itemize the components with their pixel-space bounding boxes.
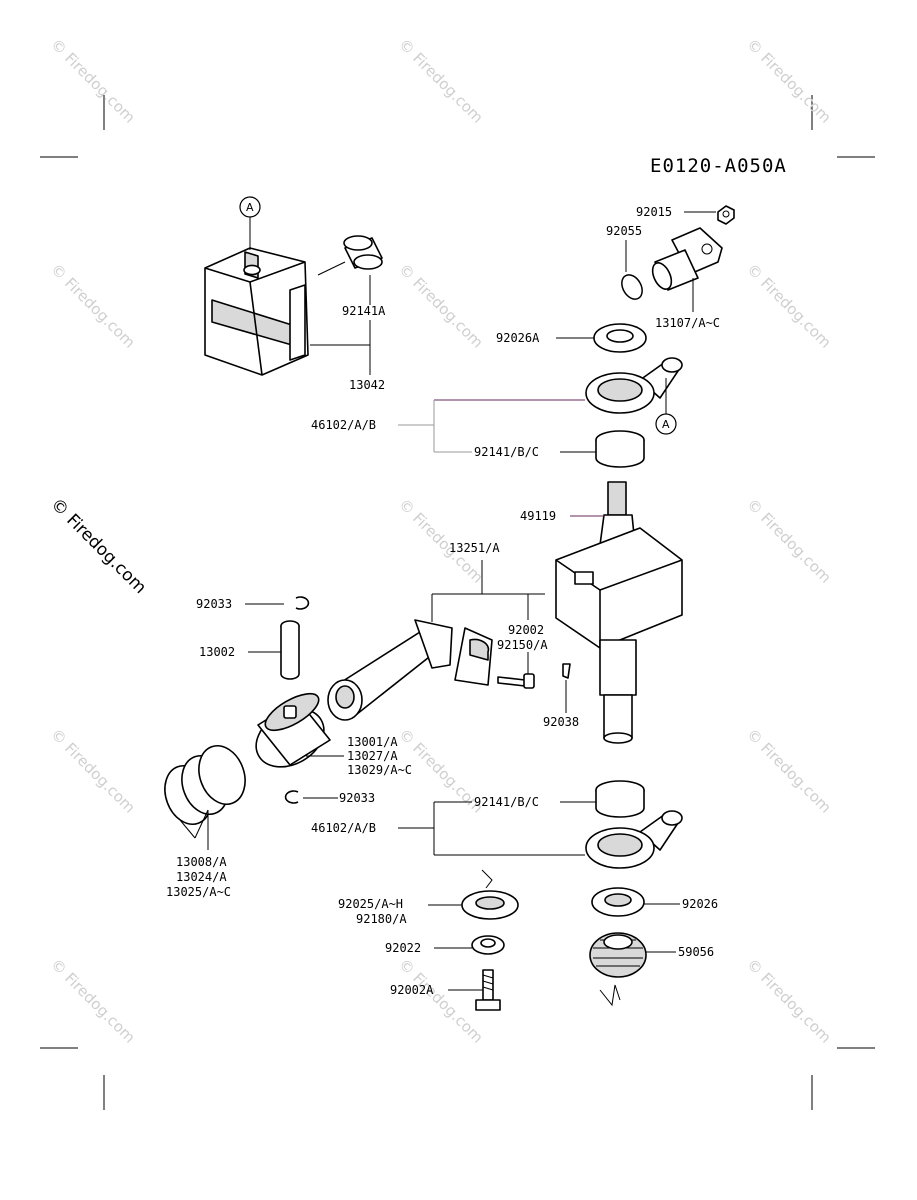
label-13251: 13251/A [449,541,500,555]
watermark-tile: © Firedog.com [47,955,139,1047]
label-92180: 92180/A [356,912,407,926]
piston-rings-part [164,745,246,825]
label-92033-top: 92033 [196,597,232,611]
label-92026: 92026 [682,897,718,911]
label-92141a: 92141A [342,304,386,318]
bushing-top-part [595,430,645,468]
label-13027: 13027/A [347,749,398,763]
circlip-top-part [295,596,310,610]
watermark-tile: © Firedog.com [395,35,487,127]
shaft-housing-part [651,227,723,291]
watermark-tile: © Firedog.com [47,35,139,127]
governor-arm-part [585,357,683,414]
rod-bolt-part [497,673,535,689]
lower-arm-part [585,810,683,869]
label-13025: 13025/A~C [166,885,231,899]
watermark-tile: © Firedog.com [743,495,835,587]
label-13001: 13001/A [347,735,398,749]
label-92033-bot: 92033 [339,791,375,805]
label-92015: 92015 [636,205,672,219]
watermark-tile: © Firedog.com [743,725,835,817]
crankshaft-part [555,481,683,744]
o-ring-part [621,274,643,300]
connecting-rod-part [327,619,493,721]
washer-part [461,869,519,920]
label-92150: 92150/A [497,638,548,652]
nut-part [717,205,735,225]
woodruff-key-part [562,663,571,679]
svg-text:A: A [246,201,254,214]
gear-part [589,932,647,1007]
label-92141-bot: 92141/B/C [474,795,539,809]
label-92141-top: 92141/B/C [474,445,539,459]
label-46102-bot: 46102/A/B [311,821,376,835]
label-92025: 92025/A~H [338,897,403,911]
label-92002: 92002 [508,623,544,637]
label-13107: 13107/A~C [655,316,720,330]
label-49119: 49119 [520,509,556,523]
label-46102-top: 46102/A/B [311,418,376,432]
bolt-part [475,969,501,1011]
label-13024: 13024/A [176,870,227,884]
label-92022: 92022 [385,941,421,955]
label-13029: 13029/A~C [347,763,412,777]
watermark-tile: © Firedog.com [395,955,487,1047]
label-13002: 13002 [199,645,235,659]
watermark-main: © Firedog.com [46,494,150,598]
thrust-washer-part [593,323,647,353]
washer-right-part [591,887,645,917]
cam-block-part [204,247,309,376]
label-59056: 59056 [678,945,714,959]
diagram-id: E0120-A050A [650,155,787,177]
bushing-bottom-part [595,780,645,818]
label-13042: 13042 [349,378,385,392]
watermark-tile: © Firedog.com [743,260,835,352]
crop-marks [40,95,875,1110]
label-92026a: 92026A [496,331,540,345]
callout-a-top: A [239,196,261,250]
label-92002a: 92002A [390,983,434,997]
callout-a-right: A [655,378,677,435]
label-92055: 92055 [606,224,642,238]
piston-part [255,692,331,768]
circlip-bottom-part [284,790,299,804]
piston-pin-part [280,620,300,680]
watermark-tile: © Firedog.com [395,260,487,352]
label-92038: 92038 [543,715,579,729]
watermark-tile: © Firedog.com [47,725,139,817]
nut-bottom-part [471,935,505,955]
watermark-tile: © Firedog.com [743,35,835,127]
bushing-part [343,235,383,270]
watermark-tile: © Firedog.com [47,260,139,352]
part-labels: 92015 92055 13107/A~C 92141A 13042 92026… [166,205,720,997]
watermark-tile: © Firedog.com [743,955,835,1047]
svg-text:A: A [662,418,670,431]
label-13008: 13008/A [176,855,227,869]
